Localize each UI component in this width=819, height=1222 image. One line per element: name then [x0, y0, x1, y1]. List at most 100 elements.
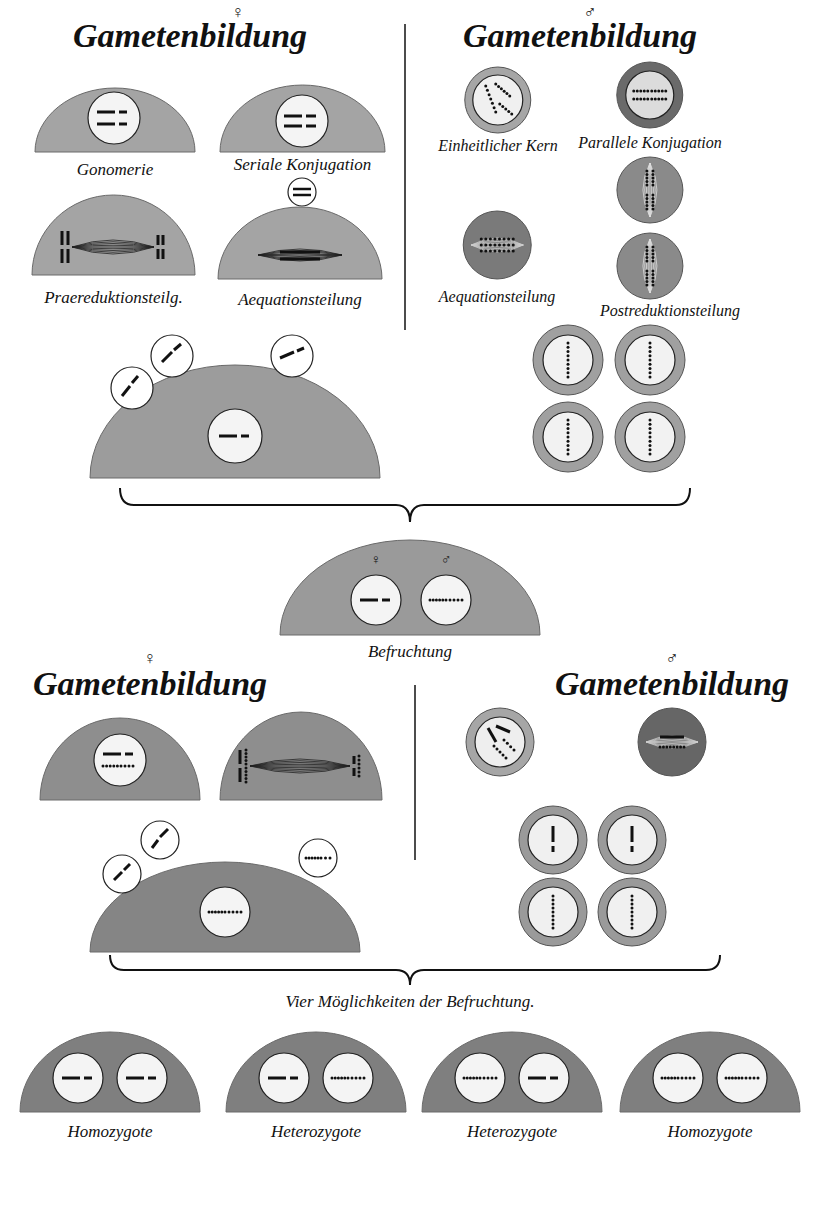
- spindle-fibre: [258, 255, 342, 256]
- chromosome-granule: [311, 857, 314, 860]
- nucleus: [607, 815, 657, 865]
- chromosome-granule: [646, 208, 649, 211]
- chromosome-granule: [631, 895, 634, 898]
- chromosome-granule: [683, 746, 686, 749]
- chromosome: [162, 235, 165, 245]
- spindle-fibre: [647, 239, 651, 293]
- chromosome-granule: [567, 367, 570, 370]
- cell-label: Homozygote: [668, 1122, 753, 1142]
- chromosome-granule: [636, 98, 639, 101]
- chromosome-granule: [441, 599, 444, 602]
- chromosome-granule: [484, 250, 487, 253]
- chromosome-granule: [652, 273, 655, 276]
- chromosome: [660, 736, 684, 739]
- chromosome-granule: [652, 201, 655, 204]
- chromosome: [148, 1077, 156, 1080]
- chromosome-granule: [664, 98, 667, 101]
- text-slot: Gonomerie: [77, 160, 153, 180]
- chromosome-granule: [649, 427, 652, 430]
- cell: [519, 806, 587, 874]
- cell-label: Gonomerie: [77, 160, 153, 180]
- chromosome: [552, 846, 555, 852]
- spindle-fibre: [645, 239, 650, 293]
- chromosome-granule: [498, 244, 501, 247]
- half-cell: [32, 195, 195, 275]
- divider: [414, 685, 416, 860]
- chromosome-granule: [513, 749, 516, 752]
- chromosome-granule: [567, 342, 570, 345]
- chromosome-granule: [483, 1077, 486, 1080]
- chromosome-granule: [466, 1077, 469, 1080]
- chromosome: [284, 115, 302, 118]
- cell-drawing: [463, 211, 531, 279]
- chromosome-granule: [480, 238, 483, 241]
- chromosome-granule: [358, 755, 361, 758]
- spindle-fibre: [650, 239, 657, 293]
- chromosome-granule: [631, 911, 634, 914]
- spindle-fibre: [250, 764, 350, 766]
- chromosome-granule: [741, 1077, 744, 1080]
- chromosome-granule: [508, 110, 511, 113]
- half-cell: [620, 1032, 800, 1112]
- nucleus: [88, 92, 140, 144]
- chromosome-granule: [506, 742, 509, 745]
- spindle-fibre: [250, 766, 350, 773]
- chromosome-granule: [567, 448, 570, 451]
- chromosome: [241, 435, 249, 438]
- chromosome-granule: [652, 170, 655, 173]
- chromosome-granule: [502, 238, 505, 241]
- chromosome: [62, 1077, 80, 1080]
- chromosome-granule: [220, 911, 223, 914]
- divider: [404, 24, 406, 330]
- chromosome-granule: [670, 1077, 673, 1080]
- spindle-fibre: [471, 243, 523, 245]
- chromosome-granule: [661, 90, 664, 93]
- chromosome-granule: [646, 277, 649, 280]
- chromosome-granule: [567, 431, 570, 434]
- chromosome-granule: [552, 915, 555, 918]
- chromosome-granule: [488, 93, 491, 96]
- chromosome-granule: [228, 911, 231, 914]
- chromosome-granule: [646, 249, 649, 252]
- cell: [465, 67, 531, 133]
- chromosome-granule: [486, 89, 489, 92]
- chromosome-granule: [646, 197, 649, 200]
- chromosome-granule: [677, 1077, 680, 1080]
- chromosome-granule: [652, 173, 655, 176]
- cell: Aequationsteilung: [218, 207, 382, 314]
- chromosome-granule: [500, 87, 503, 90]
- chromosome: [122, 386, 130, 396]
- nucleus: [288, 178, 316, 206]
- chromosome-granule: [567, 440, 570, 443]
- spindle-fibre: [72, 240, 154, 247]
- cell-label: Praereduktionsteilg.: [44, 288, 183, 308]
- nucleus: [543, 412, 593, 462]
- cell: [617, 62, 683, 128]
- chromosome-granule: [552, 923, 555, 926]
- nucleus: [323, 1053, 373, 1103]
- cell: [598, 878, 666, 946]
- nucleus: [271, 335, 313, 377]
- chromosome-granule: [567, 436, 570, 439]
- cell-shape: [556, 157, 744, 324]
- nucleus: [208, 409, 262, 463]
- chromosome: [360, 599, 378, 602]
- cell-drawing: [617, 62, 683, 128]
- section-title: Gametenbildung: [73, 16, 307, 55]
- zygote: Homozygote: [20, 1032, 200, 1146]
- sex-symbol: ♂: [441, 552, 452, 568]
- chromosome-granule: [438, 599, 441, 602]
- nucleus: [528, 815, 578, 865]
- half-cell: [220, 712, 382, 800]
- chromosome-granule: [652, 256, 655, 259]
- chromosome-granule: [643, 98, 646, 101]
- chromosome-granule: [503, 90, 506, 93]
- chromosome-granule: [512, 250, 515, 253]
- chromosome-granule: [657, 98, 660, 101]
- chromosome-granule: [664, 90, 667, 93]
- chromosome: [84, 1077, 92, 1080]
- half-cell: [35, 88, 195, 152]
- text-slot: Homozygote: [668, 1122, 753, 1142]
- nucleus: [455, 1053, 505, 1103]
- spindle-fibre: [646, 742, 698, 743]
